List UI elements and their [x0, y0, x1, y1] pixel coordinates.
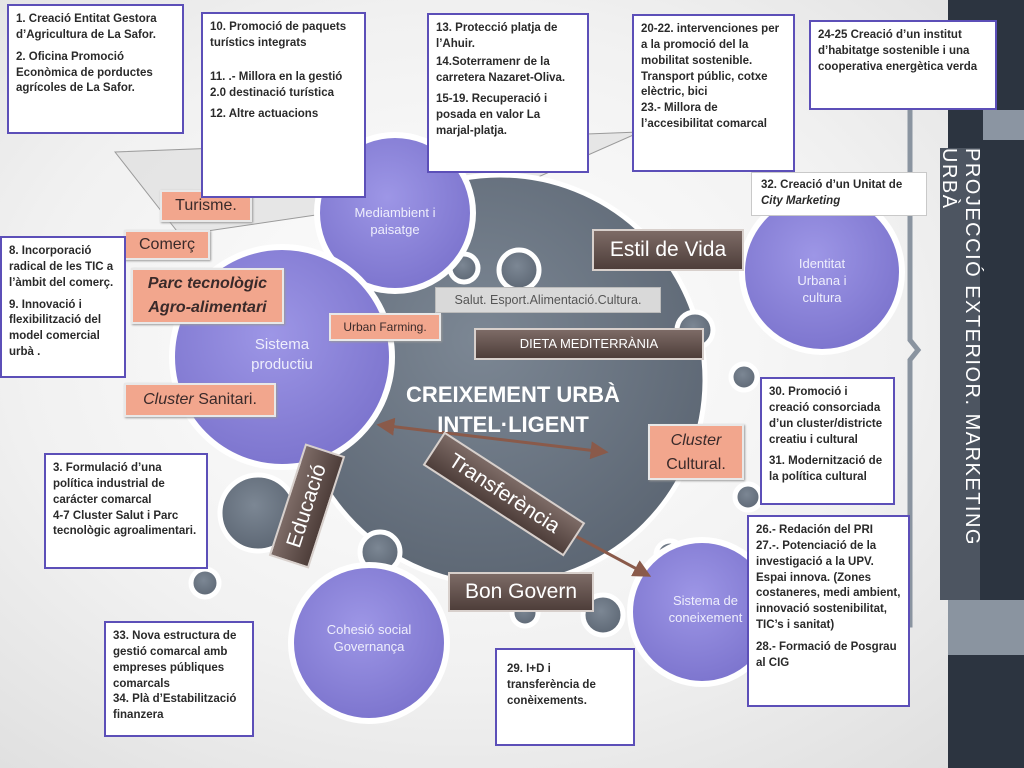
label-cluster-cultural-line2: Cultural.: [666, 456, 726, 473]
circle-label-sistema-coneixement: Sistema de coneixement: [668, 593, 743, 625]
box-governanca-item: 33. Nova estructura de gestió comarcal a…: [113, 630, 237, 690]
box-industrial-item: 3. Formulació d’una política industrial …: [53, 462, 165, 506]
box-platja-item: 14.Soterramenr de la carretera Nazaret-O…: [436, 55, 566, 84]
box-platja: 13. Protecció platja de l’Ahuir. 14.Sote…: [427, 13, 589, 173]
box-agricultura-item: 2. Oficina Promoció Econòmica de porduct…: [16, 50, 153, 95]
box-agricultura-item: 1. Creació Entitat Gestora d’Agricultura…: [16, 13, 157, 41]
box-governanca: 33. Nova estructura de gestió comarcal a…: [104, 621, 254, 737]
center-title-line1: CREIXEMENT URBÀ: [406, 382, 620, 407]
box-mobilitat-item: 23.- Millora de l’accesibilitat comarcal: [641, 102, 767, 131]
box-agricultura: 1. Creació Entitat Gestora d’Agricultura…: [7, 4, 184, 134]
label-turisme: Turisme.: [160, 190, 252, 222]
box-governanca-item: 34. Plà d’Estabilització finanzera: [113, 693, 237, 722]
label-urban-farming: Urban Farming.: [329, 313, 441, 341]
label-estil-vida: Estil de Vida: [592, 229, 744, 271]
small-circle: [732, 481, 764, 513]
circle-label-mediambient: Mediambient i paisatge: [354, 205, 436, 237]
label-cluster-sanitari: Cluster Sanitari.: [124, 383, 276, 417]
label-parc-tecnologic: Parc tecnològic Agro-alimentari: [131, 268, 284, 324]
label-cluster-sanitari-rest: Sanitari.: [193, 391, 257, 408]
center-title: CREIXEMENT URBÀ INTEL·LIGENT: [383, 380, 643, 441]
box-turisme-item: 11. .- Millora en la gestió 2.0 destinac…: [210, 70, 343, 99]
circle-label-sistema-productiu: Sistema productiu: [251, 336, 313, 373]
box-turisme-item: 10. Promoció de paquets turístics integr…: [210, 21, 347, 49]
box-comerc: 8. Incorporació radical de les TIC a l’à…: [0, 236, 126, 378]
right-panel-accent-top: [983, 110, 1024, 140]
box-cultural-item: 30. Promoció i creació consorciada d’un …: [769, 386, 883, 446]
box-city-marketing: 32. Creació d’un Unitat de City Marketin…: [751, 172, 927, 216]
box-habitatge-item: 24-25 Creació d’un institut d’habitatge …: [818, 29, 978, 73]
circle-cohesio: [288, 562, 450, 724]
label-cluster-sanitari-em: Cluster: [143, 391, 194, 408]
box-coneixement: 26.- Redación del PRI 27.-. Potenciació …: [747, 515, 910, 707]
small-circle: [188, 566, 222, 600]
box-turisme-item: 12. Altre actuacions: [210, 108, 319, 121]
right-panel-accent: [948, 600, 1024, 655]
label-cluster-cultural-line1: Cluster: [670, 432, 722, 449]
circle-label-cohesio: Cohesió social Governança: [326, 622, 412, 654]
label-dieta: DIETA MEDITERRÀNIA: [474, 328, 704, 360]
box-turisme: 10. Promoció de paquets turístics integr…: [201, 12, 366, 198]
box-mobilitat-item: 20-22. intervenciones per a la promoció …: [641, 23, 780, 99]
box-coneixement-item: 27.-. Potenciació de la investigació a l…: [756, 539, 901, 632]
box-comerc-item: 8. Incorporació radical de les TIC a l’à…: [9, 245, 114, 289]
box-habitatge: 24-25 Creació d’un institut d’habitatge …: [809, 20, 997, 110]
small-circle: [496, 247, 542, 293]
box-industrial: 3. Formulació d’una política industrial …: [44, 453, 208, 569]
label-comerc: Comerç: [124, 230, 210, 260]
side-title: PROJECCIÓ EXTERIOR. MARKETING URBÀ: [938, 148, 983, 600]
box-industrial-item: 4-7 Cluster Salut i Parc tecnològic agro…: [53, 509, 197, 538]
box-recerca: 29. I+D i transferència de conèixements.: [495, 648, 635, 746]
label-cluster-cultural: Cluster Cultural.: [648, 424, 744, 480]
box-city-marketing-text: 32. Creació d’un Unitat de: [761, 179, 903, 191]
box-cultural-item: 31. Modernització de la política cultura…: [769, 455, 883, 484]
box-cultural: 30. Promoció i creació consorciada d’un …: [760, 377, 895, 505]
box-mobilitat: 20-22. intervenciones per a la promoció …: [632, 14, 795, 172]
center-title-line2: INTEL·LIGENT: [437, 412, 589, 438]
arrow-double: [376, 417, 609, 460]
label-parc-line1: Parc tecnològic: [147, 275, 268, 292]
circle-label-identitat: Identitat Urbana i cultura: [797, 256, 847, 305]
box-platja-item: 15-19. Recuperació i posada en valor La …: [436, 93, 548, 138]
box-comerc-item: 9. Innovació i flexibilització del model…: [9, 298, 102, 359]
label-bon-govern: Bon Govern: [448, 572, 594, 612]
label-parc-line2: Agro-alimentari: [148, 299, 267, 316]
label-salut: Salut. Esport.Alimentació.Cultura.: [435, 287, 661, 313]
small-circle: [728, 361, 760, 393]
box-recerca-item: 29. I+D i transferència de conèixements.: [507, 663, 596, 707]
box-city-marketing-em: City Marketing: [761, 194, 841, 207]
box-coneixement-item: 28.- Formació de Posgrau al CIG: [756, 641, 897, 669]
box-coneixement-item: 26.- Redación del PRI: [756, 524, 873, 536]
box-platja-item: 13. Protecció platja de l’Ahuir.: [436, 22, 558, 50]
